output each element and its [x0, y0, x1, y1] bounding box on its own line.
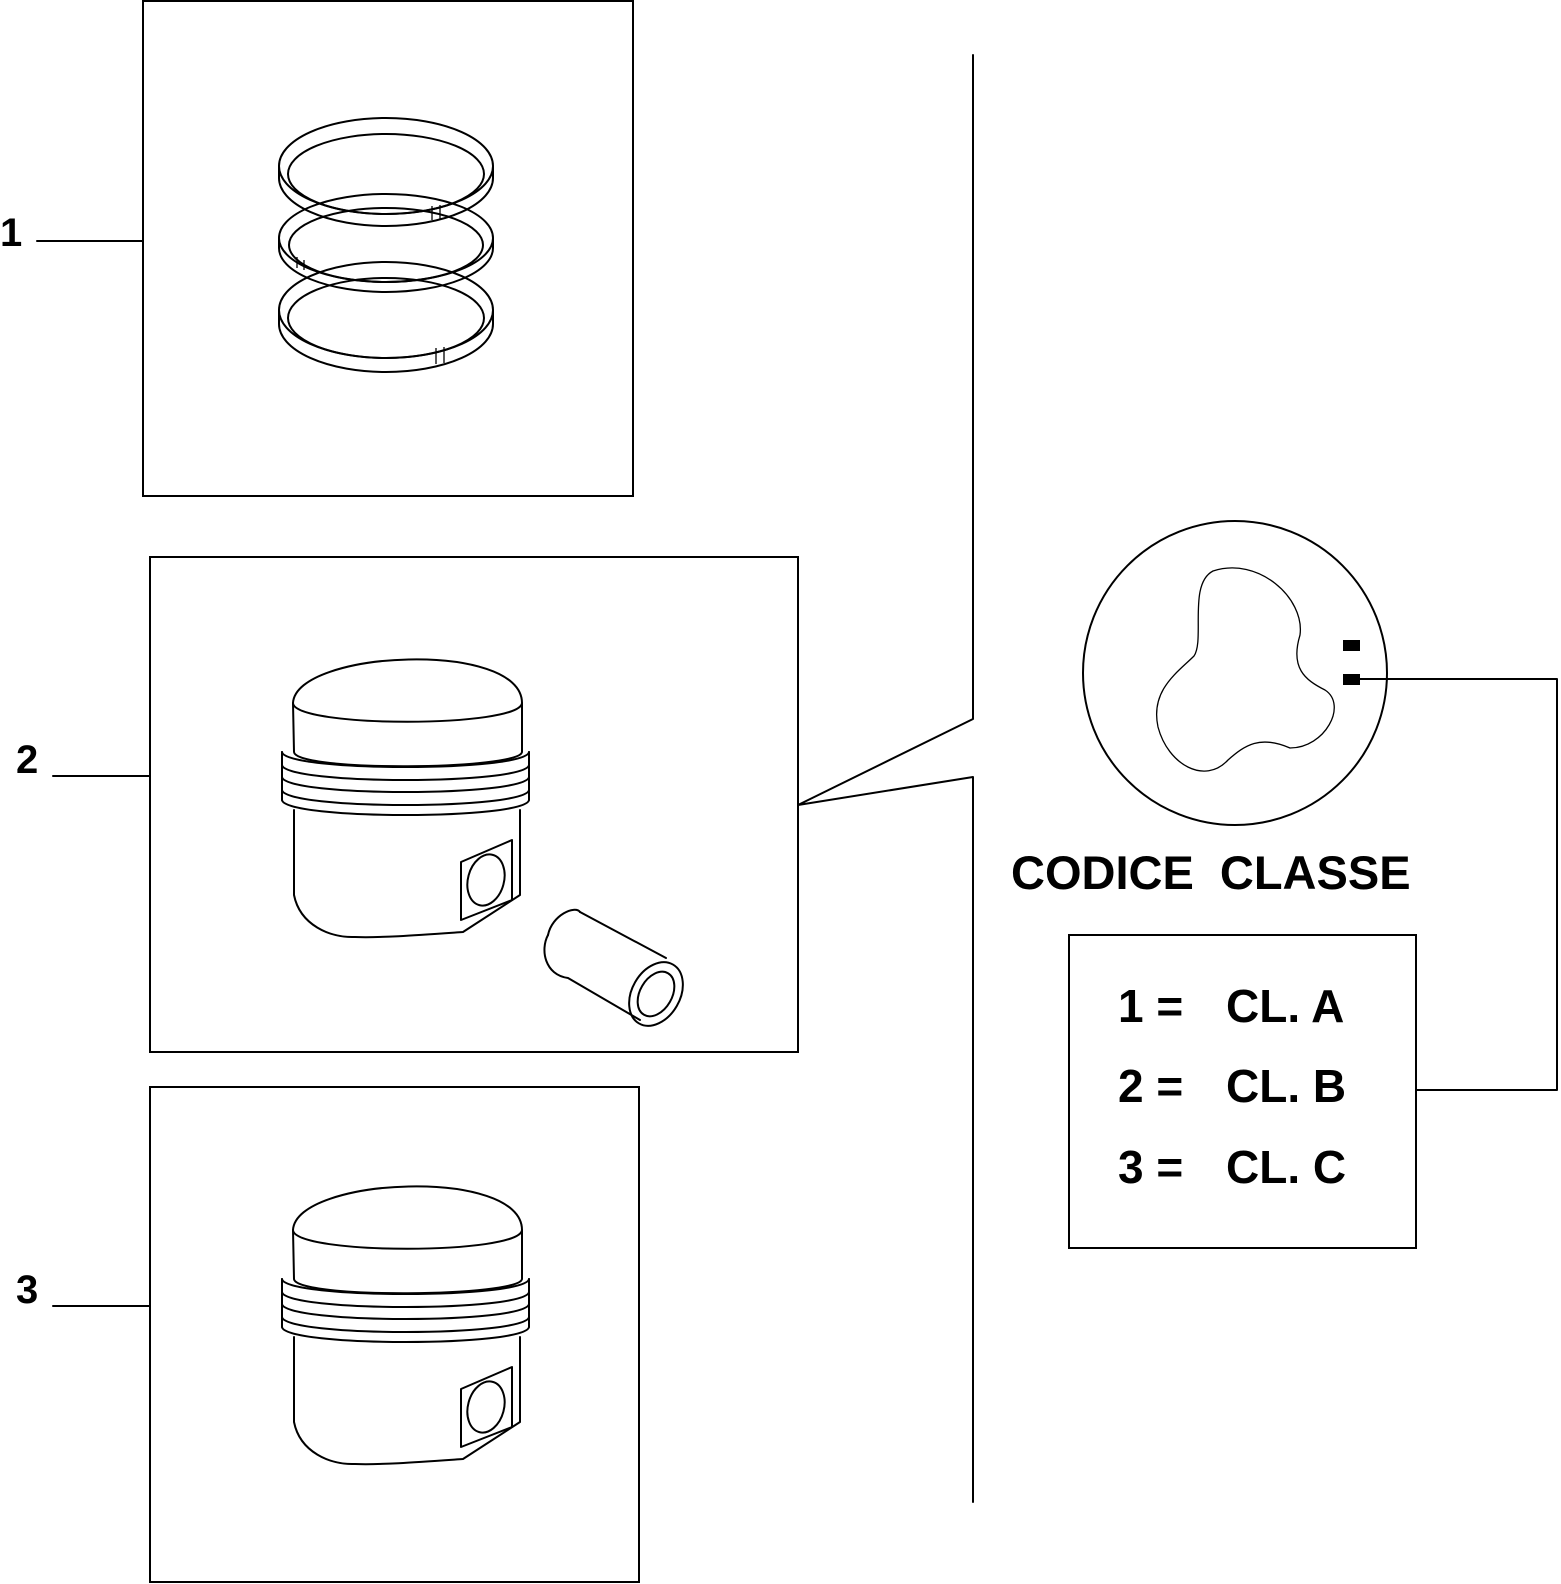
legend-row-2-code: 2 = [1118, 1060, 1183, 1112]
piston-pin-frame [149, 556, 799, 1053]
class-legend-frame [1068, 934, 1417, 1249]
class-mark-upper [1343, 640, 1360, 651]
detail-pointer [797, 54, 974, 1503]
piston-with-pin-illustration [281, 658, 684, 1027]
piston-illustration [281, 1185, 530, 1466]
callout-2-number: 2 [16, 738, 38, 782]
detail-caption: CODICE CLASSE [1011, 846, 1411, 899]
combustion-bowl-outline [1155, 567, 1335, 772]
ring-set-frame [142, 0, 634, 497]
callout-3[interactable]: 3 [16, 1268, 151, 1312]
legend-row-1-value: CL. A [1226, 980, 1344, 1032]
piston-frame [149, 1086, 640, 1583]
class-mark-lower [1343, 674, 1360, 685]
legend-row-2-value: CL. B [1226, 1060, 1346, 1112]
legend-row-3-value: CL. C [1226, 1141, 1346, 1193]
piston-crown-detail [1082, 520, 1558, 1091]
class-legend: 1 = CL. A 2 = CL. B 3 = CL. C [1068, 934, 1417, 1249]
callout-3-number: 3 [16, 1268, 38, 1312]
legend-row-3-code: 3 = [1118, 1141, 1183, 1193]
piston-ring-set-illustration [278, 117, 494, 373]
callout-1[interactable]: 1 [0, 211, 144, 255]
legend-row-1-code: 1 = [1118, 980, 1183, 1032]
callout-1-number: 1 [0, 211, 22, 255]
callout-2[interactable]: 2 [16, 738, 151, 782]
